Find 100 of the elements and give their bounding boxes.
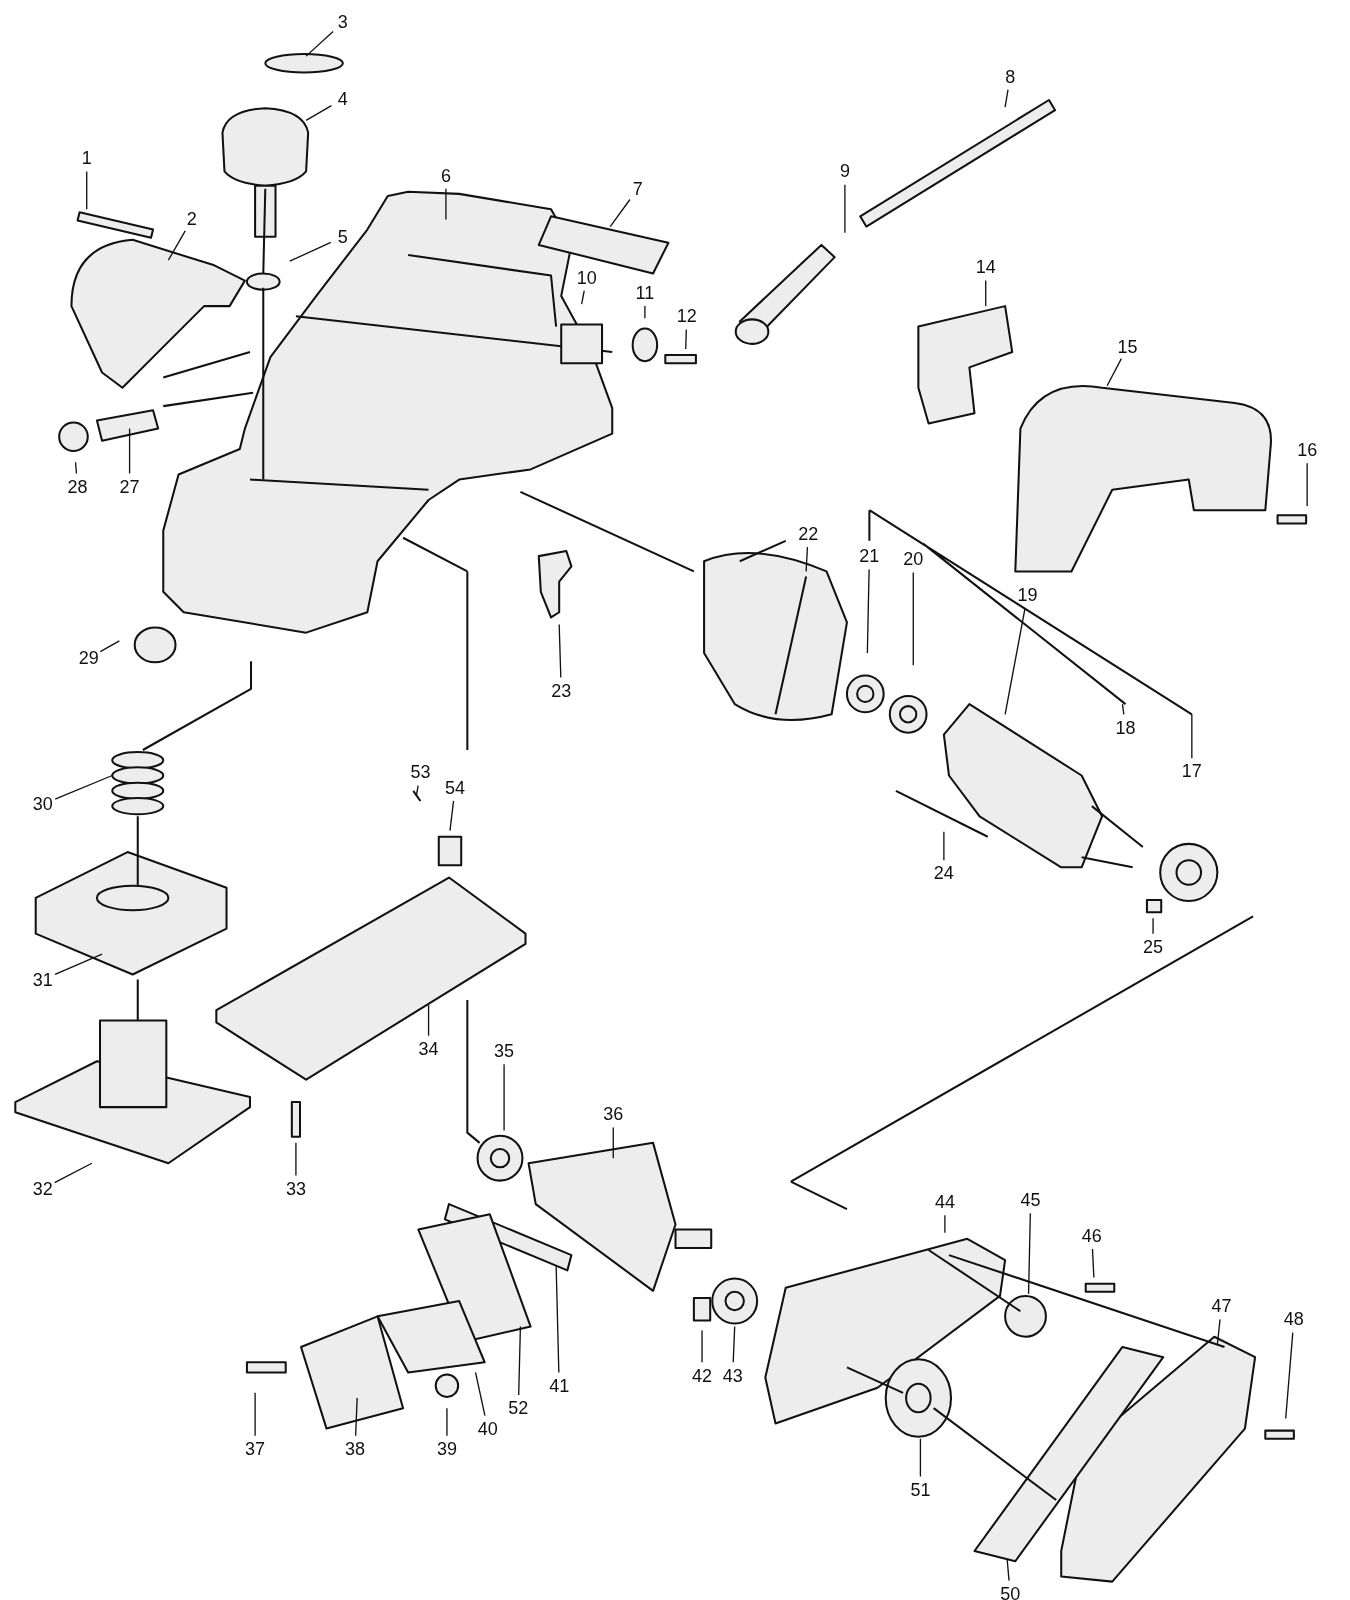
leader-line (1027, 1212, 1031, 1295)
callout-number: 23 (551, 680, 572, 701)
leader-line (1004, 607, 1026, 715)
callout-number: 16 (1297, 440, 1318, 460)
leader-line (866, 568, 870, 654)
leader-line (805, 546, 809, 573)
leader-line (985, 279, 987, 307)
leader-line (644, 305, 646, 320)
callout-number: 41 (549, 1375, 570, 1396)
leader-line (503, 1063, 505, 1132)
leader-line (919, 1438, 922, 1478)
callout-number: 11 (635, 282, 655, 303)
callout-number: 3 (337, 12, 348, 33)
leader-line (612, 1126, 614, 1159)
leader-line (943, 830, 945, 861)
leader-line (1006, 1558, 1010, 1582)
callout-number: 35 (494, 1041, 515, 1061)
callout-number: 20 (903, 549, 924, 570)
callout-number: 6 (440, 165, 451, 186)
callout-number: 36 (603, 1104, 624, 1125)
leader-line (944, 1214, 946, 1234)
callout-number: 2 (186, 209, 197, 230)
callout-number: 43 (722, 1365, 743, 1386)
leader-line (53, 1162, 93, 1184)
leader-line (445, 188, 447, 221)
leader-line (305, 105, 333, 122)
callout-number: 19 (1017, 584, 1038, 605)
callout-number: 54 (445, 777, 466, 798)
leader-line (609, 198, 631, 228)
callout-number: 18 (1115, 717, 1136, 738)
leader-line (518, 1325, 522, 1396)
leader-line (1004, 88, 1009, 108)
callout-number: 17 (1181, 761, 1202, 782)
leader-line (1285, 1331, 1294, 1420)
callout-number: 24 (933, 863, 954, 884)
callout-number: 47 (1211, 1296, 1232, 1317)
callout-number: 51 (910, 1479, 931, 1500)
callout-number: 34 (418, 1038, 439, 1059)
leader-line (295, 1142, 297, 1177)
leader-line (580, 289, 585, 305)
callout-number: 48 (1283, 1309, 1304, 1330)
leader-line (446, 1407, 448, 1437)
leader-line (912, 571, 914, 666)
leader-line (1091, 1248, 1095, 1279)
callout-number: 42 (692, 1365, 713, 1386)
callout-number: 32 (32, 1178, 53, 1199)
callout-number: 4 (337, 88, 348, 109)
leader-line (685, 328, 687, 350)
callout-number: 53 (410, 762, 431, 783)
callout-number: 31 (32, 969, 53, 990)
callout-number: 27 (119, 476, 140, 497)
leader-line (701, 1329, 703, 1363)
leader-line (86, 170, 88, 210)
leader-line (732, 1325, 736, 1363)
callout-number: 30 (32, 794, 53, 815)
leader-line (167, 230, 186, 261)
callout-number: 9 (839, 161, 850, 182)
callout-number: 45 (1020, 1190, 1041, 1210)
callout-number: 10 (576, 267, 597, 288)
leader-line (415, 784, 419, 797)
callout-number: 33 (285, 1178, 306, 1199)
callout-number: 1 (81, 148, 92, 169)
callout-number: 50 (1000, 1583, 1021, 1600)
callout-number: 7 (632, 178, 643, 199)
callout-number: 8 (1005, 66, 1016, 87)
callout-number: 14 (975, 257, 996, 278)
leader-line (128, 427, 131, 475)
callout-number: 5 (337, 226, 348, 247)
leader-line (54, 953, 103, 975)
leader-line (289, 241, 332, 262)
callout-number: 28 (67, 476, 88, 497)
leader-line (558, 623, 562, 679)
leader-line (1216, 1318, 1221, 1346)
leader-line (427, 1004, 430, 1037)
callout-number: 52 (508, 1398, 529, 1419)
leader-line (74, 461, 78, 475)
leader-line (474, 1371, 486, 1417)
leader-line (1152, 917, 1154, 935)
callout-number: 37 (245, 1438, 266, 1459)
leader-line (99, 640, 121, 653)
leader-line (54, 774, 113, 800)
leader-line (844, 184, 846, 234)
leader-line (254, 1392, 256, 1437)
leader-line (1121, 703, 1125, 716)
leader-line (1191, 713, 1193, 759)
callout-number: 46 (1081, 1225, 1102, 1246)
callout-number: 40 (477, 1418, 498, 1439)
leader-line (555, 1264, 560, 1374)
leader-line (354, 1397, 358, 1437)
leader-line (305, 30, 334, 57)
leader-line (1306, 462, 1308, 507)
callout-number: 22 (798, 523, 819, 544)
callout-number: 29 (78, 648, 99, 669)
callout-number: 21 (859, 546, 880, 567)
callout-number: 39 (436, 1438, 457, 1459)
leader-line (449, 800, 455, 832)
callout-number: 25 (1143, 936, 1164, 957)
callout-number: 12 (676, 306, 697, 327)
leader-line (1106, 358, 1123, 387)
callout-number: 15 (1117, 336, 1138, 357)
